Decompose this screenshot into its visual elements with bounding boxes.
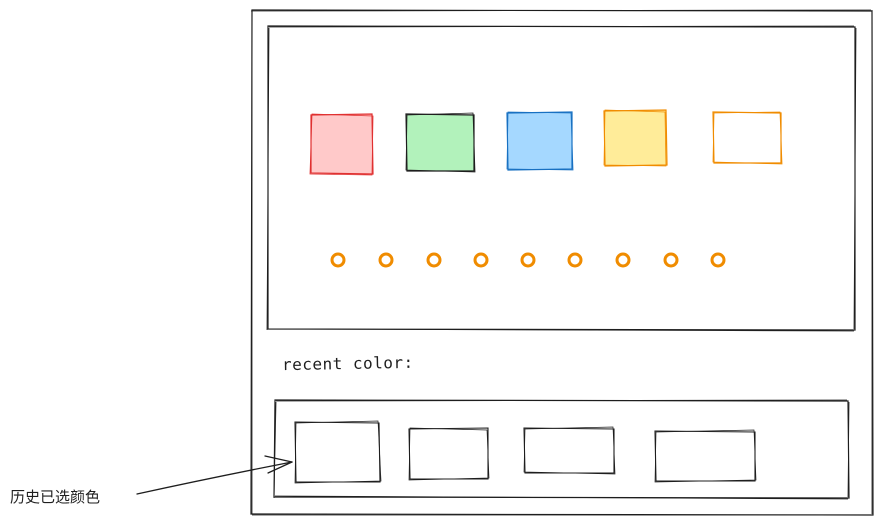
swatch-red[interactable] — [309, 113, 374, 176]
swatch-empty[interactable] — [712, 111, 783, 165]
dot-5[interactable] — [520, 252, 536, 268]
swatch-blue[interactable] — [506, 111, 574, 171]
dot-row — [330, 252, 726, 268]
recent-slot-1[interactable] — [294, 420, 382, 484]
recent-colors-panel — [273, 399, 850, 500]
swatch-green[interactable] — [405, 112, 476, 173]
dot-8[interactable] — [663, 252, 679, 268]
recent-color-label: recent color: — [281, 352, 414, 375]
outer-frame — [250, 9, 874, 516]
dot-3[interactable] — [426, 252, 442, 268]
history-annotation-label: 历史已选颜色 — [10, 488, 101, 506]
annotation-arrow — [136, 455, 293, 495]
dot-4[interactable] — [473, 252, 489, 268]
dot-7[interactable] — [615, 252, 631, 268]
recent-slot-4[interactable] — [654, 429, 757, 483]
swatch-row — [309, 109, 783, 176]
recent-slot-2[interactable] — [408, 427, 490, 481]
dot-6[interactable] — [567, 252, 583, 268]
recent-slot-3[interactable] — [523, 426, 616, 475]
dot-1[interactable] — [330, 252, 346, 268]
dot-9[interactable] — [710, 252, 726, 268]
dot-2[interactable] — [378, 252, 394, 268]
swatch-yellow[interactable] — [603, 109, 668, 167]
recent-slots — [294, 420, 757, 484]
color-picker-panel — [266, 25, 857, 332]
